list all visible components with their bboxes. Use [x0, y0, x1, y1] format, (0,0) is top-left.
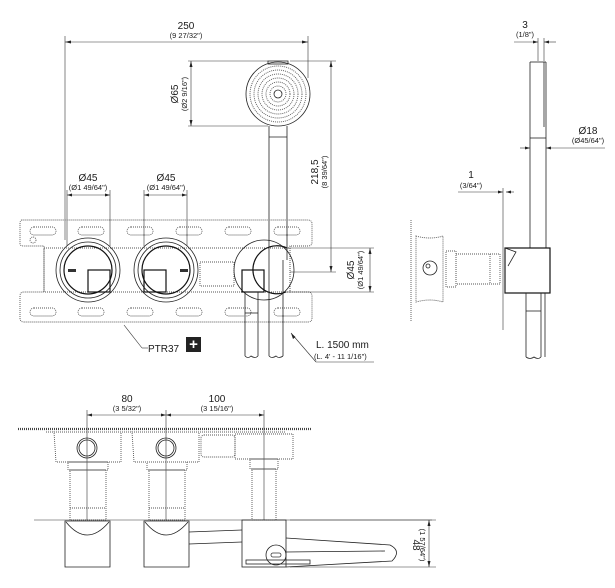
side-view: 3 (1/8") Ø18 (Ø45/64") 1: [410, 20, 605, 359]
holder-diameter-imperial: (Ø1 49/64"): [356, 250, 365, 289]
spacing-80-dimension: 80 (3 5/32"): [87, 394, 166, 417]
knob2-diameter-dimension: Ø45 (Ø1 49/64"): [143, 173, 188, 246]
handset-height-imperial: (8 39/64"): [320, 155, 329, 188]
top-view: 80 (3 5/32") 100 (3 15/16"): [18, 394, 436, 568]
plus-icon: +: [189, 336, 198, 353]
showerhead-diameter-dimension: Ø65 (Ø2 9/16"): [170, 60, 268, 127]
projection-depth-value: 48: [410, 539, 421, 551]
plate-offset-imperial: (3/64"): [460, 181, 483, 190]
mounting-kit-label: PTR37: [148, 344, 180, 355]
overall-width-imperial: (9 27/32"): [170, 31, 203, 40]
mounting-kit-callout: PTR37 +: [123, 324, 201, 355]
wall-gap-value: 3: [522, 20, 528, 31]
holder-top: [241, 519, 397, 568]
spacing-100-value: 100: [209, 394, 226, 405]
wall-gap-dimension: 3 (1/8"): [514, 20, 556, 61]
holder-diameter-dimension: Ø45 (Ø1 49/64"): [285, 247, 374, 293]
plate-offset-dimension: 1 (3/64"): [458, 170, 514, 330]
front-view: 250 (9 27/32") Ø65 (Ø2 9/16"): [19, 21, 374, 363]
spacing-80-imperial: (3 5/32"): [113, 404, 142, 413]
knob-1-top: [64, 520, 111, 568]
hose-length-callout: L. 1500 mm (L. 4' - 11 1/16"): [290, 332, 374, 363]
holder-diameter-value: Ø45: [346, 260, 357, 279]
showerhead-diameter-value: Ø65: [170, 84, 181, 103]
projection-depth-dimension: 48 (1 57/64"): [290, 519, 436, 568]
knob2-diameter-imperial: (Ø1 49/64"): [147, 183, 186, 192]
handle-diameter-imperial: (Ø45/64"): [572, 136, 605, 145]
spacing-100-imperial: (3 15/16"): [201, 404, 234, 413]
showerhead: [245, 60, 311, 260]
knob1-diameter-dimension: Ø45 (Ø1 49/64"): [66, 173, 111, 246]
mounting-kit-badge: [186, 337, 201, 352]
mounting-plate: [19, 219, 313, 323]
handshower-side: [529, 61, 547, 248]
plate-offset-value: 1: [468, 170, 474, 181]
handle-diameter-dimension: Ø18 (Ø45/64"): [520, 126, 605, 150]
knob1-diameter-value: Ø45: [79, 173, 98, 184]
hose-length-imperial: (L. 4' - 11 1/16"): [314, 352, 367, 361]
mixer-knob-2: [133, 237, 199, 303]
showerhead-diameter-imperial: (Ø2 9/16"): [180, 76, 189, 111]
handset-height-value: 218,5: [310, 159, 321, 184]
overall-width-dimension: 250 (9 27/32"): [64, 21, 309, 240]
knob1-diameter-imperial: (Ø1 49/64"): [69, 183, 108, 192]
knob-2-top: [143, 520, 190, 568]
wall-gap-imperial: (1/8"): [516, 30, 535, 39]
knob2-diameter-value: Ø45: [157, 173, 176, 184]
valve-body-side: [410, 220, 551, 359]
mixer-knob-1: [55, 237, 121, 303]
handle-diameter-value: Ø18: [579, 126, 598, 137]
overall-width-value: 250: [178, 21, 195, 32]
spacing-100-dimension: 100 (3 15/16"): [166, 394, 264, 417]
shower-holder: [233, 239, 295, 358]
projection-depth-imperial: (1 57/64"): [418, 529, 427, 562]
spacing-80-value: 80: [121, 394, 133, 405]
hose-length-value: L. 1500 mm: [316, 340, 369, 351]
handset-height-dimension: 218,5 (8 39/64"): [290, 60, 336, 273]
